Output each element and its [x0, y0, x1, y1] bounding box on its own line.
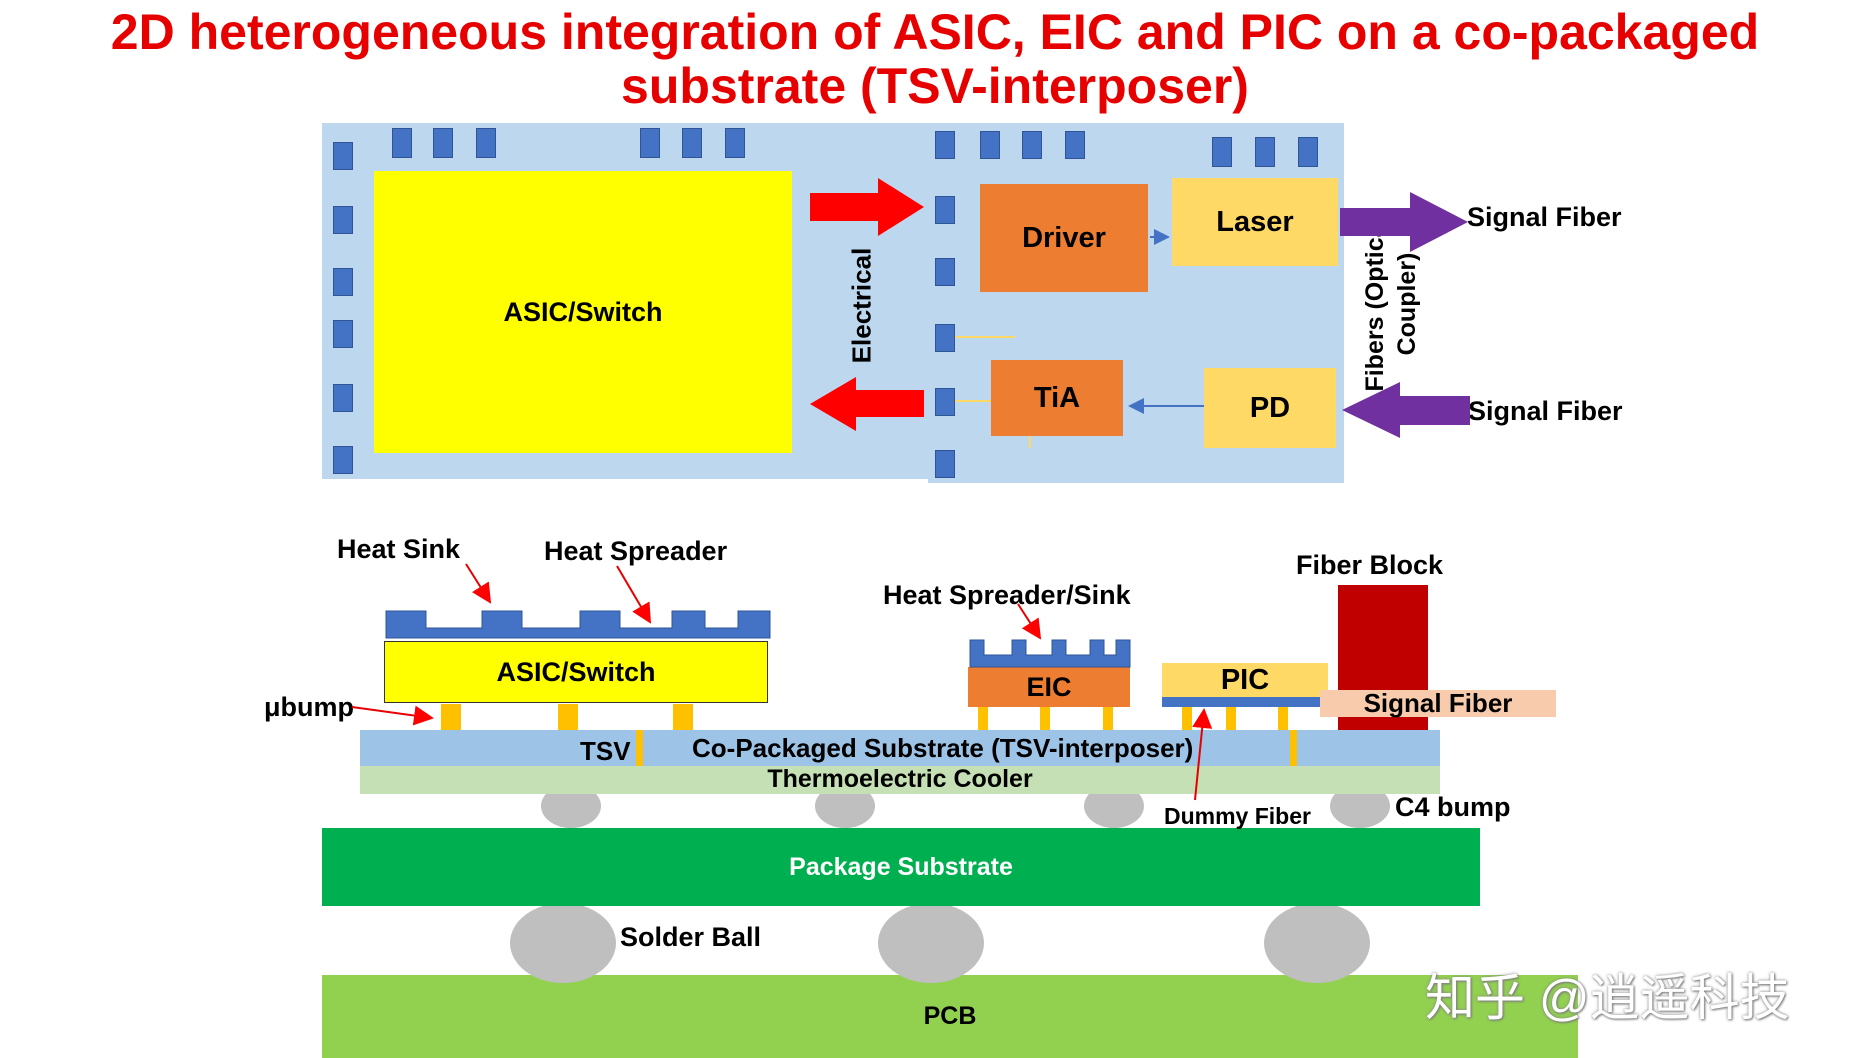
eic-die: EIC [968, 667, 1130, 707]
pad [935, 258, 955, 286]
pad [640, 128, 660, 158]
microbump [1278, 707, 1288, 730]
electrical-arrow-left [810, 377, 924, 431]
ubump-pointer [351, 705, 434, 726]
interposer-label: Co-Packaged Substrate (TSV-interposer) [692, 733, 1194, 763]
asic-switch-block: ASIC/Switch [374, 171, 792, 453]
signal-fiber-out-arrow [1340, 192, 1468, 252]
microbump [558, 704, 578, 730]
heat-sink-pointer [465, 563, 492, 604]
microbump [673, 704, 693, 730]
solder-ball-label: Solder Ball [620, 922, 762, 952]
heat-sink-label: Heat Sink [337, 534, 461, 564]
solder-ball [878, 903, 984, 983]
pad [980, 131, 1000, 159]
asic-switch-die: ASIC/Switch [384, 641, 768, 703]
signal-fiber-cross: Signal Fiber [1320, 688, 1556, 718]
signal-fiber-in-arrow [1342, 382, 1470, 438]
solder-ball [510, 903, 616, 983]
pad [1298, 137, 1318, 167]
package-substrate-layer: Package Substrate [322, 828, 1480, 906]
pic-waveguide-layer [1162, 697, 1322, 707]
pad [935, 324, 955, 352]
trace [1029, 434, 1031, 448]
asic-heat-sink [385, 610, 771, 639]
driver-block: Driver [980, 184, 1148, 292]
dummy-fiber-label: Dummy Fiber [1164, 803, 1311, 829]
tia-block: TiA [991, 360, 1123, 436]
pad [935, 196, 955, 224]
pad [333, 320, 353, 348]
microbump [441, 704, 461, 730]
heat-spreader-sink-label: Heat Spreader/Sink [883, 580, 1131, 610]
fiber-block-label: Fiber Block [1296, 550, 1444, 580]
pcb-layer: PCB [322, 975, 1578, 1058]
pd-block: PD [1204, 368, 1336, 448]
microbump [978, 707, 988, 730]
heat-spreader-pointer [616, 565, 652, 624]
thermoelectric-cooler-layer: Thermoelectric Cooler [360, 764, 1440, 794]
microbump [1226, 707, 1236, 730]
pad [333, 142, 353, 170]
pad [392, 128, 412, 158]
electrical-arrow-right [810, 178, 924, 236]
pad [725, 128, 745, 158]
pad [433, 128, 453, 158]
title-line-2: substrate (TSV-interposer) [621, 58, 1249, 114]
pad [935, 131, 955, 159]
laser-block: Laser [1172, 178, 1338, 266]
heat-spreader-sink-pointer [1017, 603, 1042, 640]
title-line-1: 2D heterogeneous integration of ASIC, EI… [110, 4, 1760, 60]
eic-heat-sink [969, 639, 1131, 668]
pad [935, 450, 955, 478]
ubump-label: μbump [264, 692, 355, 722]
pad [1255, 137, 1275, 167]
interposer-layer [360, 730, 1440, 766]
signal-fiber-in-label: Signal Fiber [1468, 396, 1623, 426]
pad [1065, 131, 1085, 159]
dummy-fiber-pointer [1192, 708, 1213, 801]
tsv-label: TSV [580, 736, 631, 766]
pad [1212, 137, 1232, 167]
solder-ball [1264, 903, 1370, 983]
pad [1022, 131, 1042, 159]
heat-spreader-label: Heat Spreader [544, 536, 728, 566]
pad [682, 128, 702, 158]
pad [333, 268, 353, 296]
trace [955, 336, 1015, 338]
pad [935, 388, 955, 416]
microbump [1040, 707, 1050, 730]
pad [476, 128, 496, 158]
signal-fiber-out-label: Signal Fiber [1467, 202, 1622, 232]
pad [333, 384, 353, 412]
microbump [1182, 707, 1192, 730]
watermark: 知乎 @逍遥科技 [1425, 970, 1790, 1026]
tsv-via [1290, 730, 1297, 766]
microbump [1103, 707, 1113, 730]
pad [333, 206, 353, 234]
tsv-via [636, 730, 643, 766]
pad [333, 446, 353, 474]
trace [955, 400, 993, 402]
c4-bump-label: C4 bump [1395, 792, 1511, 822]
pic-die: PIC [1162, 663, 1328, 697]
